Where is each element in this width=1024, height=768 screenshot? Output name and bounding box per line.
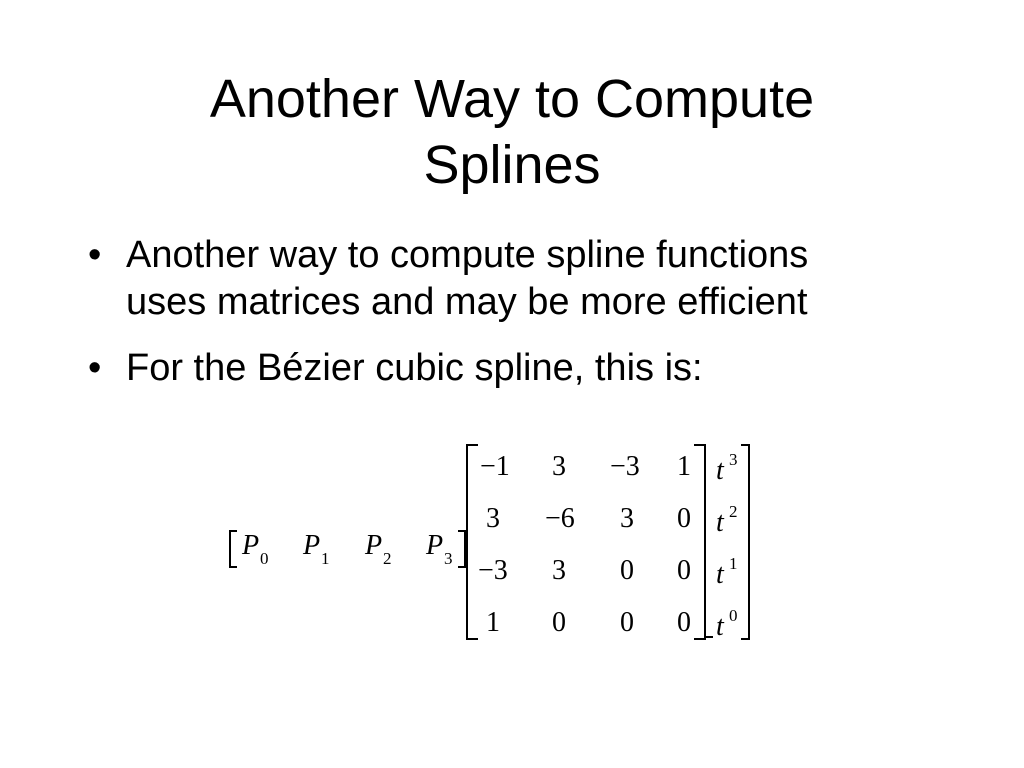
- matrix-cell: 1: [677, 451, 691, 482]
- matrix-cell: 0: [677, 555, 691, 586]
- column-vector-entry: t: [716, 507, 724, 538]
- row-vector-subscript: 2: [383, 549, 392, 568]
- column-vector-entry: t: [716, 611, 724, 642]
- row-vector-entry: P: [303, 530, 321, 561]
- matrix-cell: −1: [480, 451, 510, 482]
- matrix-right-bracket: [694, 444, 706, 640]
- column-vector-left-bracket: [704, 444, 713, 638]
- bullet-text-line-1: For the Bézier cubic spline, this is:: [126, 347, 703, 389]
- column-vector-exponent: 3: [729, 450, 738, 469]
- matrix-cell: 0: [677, 503, 691, 534]
- matrix-cell: 0: [620, 555, 634, 586]
- bullet-marker: •: [88, 234, 102, 276]
- slide-title: Another Way to Compute Splines: [0, 66, 1024, 198]
- row-vector-entry: P: [365, 530, 383, 561]
- matrix-cell: 1: [486, 607, 500, 638]
- row-vector-left-bracket: [229, 530, 237, 568]
- bullet-text-line-1: Another way to compute spline functions: [126, 234, 809, 276]
- column-vector-exponent: 2: [729, 502, 738, 521]
- matrix-cell: 3: [552, 451, 566, 482]
- column-vector-exponent: 1: [729, 554, 738, 573]
- matrix-cell: 3: [552, 555, 566, 586]
- matrix-cell: −6: [545, 503, 575, 534]
- matrix-cell: 0: [620, 607, 634, 638]
- row-vector-right-bracket: [458, 530, 466, 568]
- matrix-cell: −3: [478, 555, 508, 586]
- bullet-item: • Another way to compute spline function…: [88, 232, 988, 326]
- matrix-left-bracket: [466, 444, 478, 640]
- row-vector-entry: P: [242, 530, 260, 561]
- title-line-2: Splines: [423, 135, 601, 195]
- matrix-cell: 3: [620, 503, 634, 534]
- matrix-cell: 0: [552, 607, 566, 638]
- row-vector-subscript: 0: [260, 549, 269, 568]
- bullet-text-line-2: uses matrices and may be more efficient: [126, 281, 808, 323]
- column-vector-entry: t: [716, 455, 724, 486]
- row-vector-entry: P: [426, 530, 444, 561]
- row-vector-subscript: 1: [321, 549, 330, 568]
- matrix-cell: 3: [486, 503, 500, 534]
- bullet-item: • For the Bézier cubic spline, this is:: [88, 345, 988, 392]
- row-vector-subscript: 3: [444, 549, 453, 568]
- column-vector-entry: t: [716, 559, 724, 590]
- matrix-cell: 0: [677, 607, 691, 638]
- column-vector-right-bracket: [741, 444, 750, 640]
- title-line-1: Another Way to Compute: [209, 69, 815, 129]
- column-vector-exponent: 0: [729, 606, 738, 625]
- bullet-marker: •: [88, 347, 102, 389]
- matrix-cell: −3: [610, 451, 640, 482]
- bullet-list: • Another way to compute spline function…: [88, 232, 988, 411]
